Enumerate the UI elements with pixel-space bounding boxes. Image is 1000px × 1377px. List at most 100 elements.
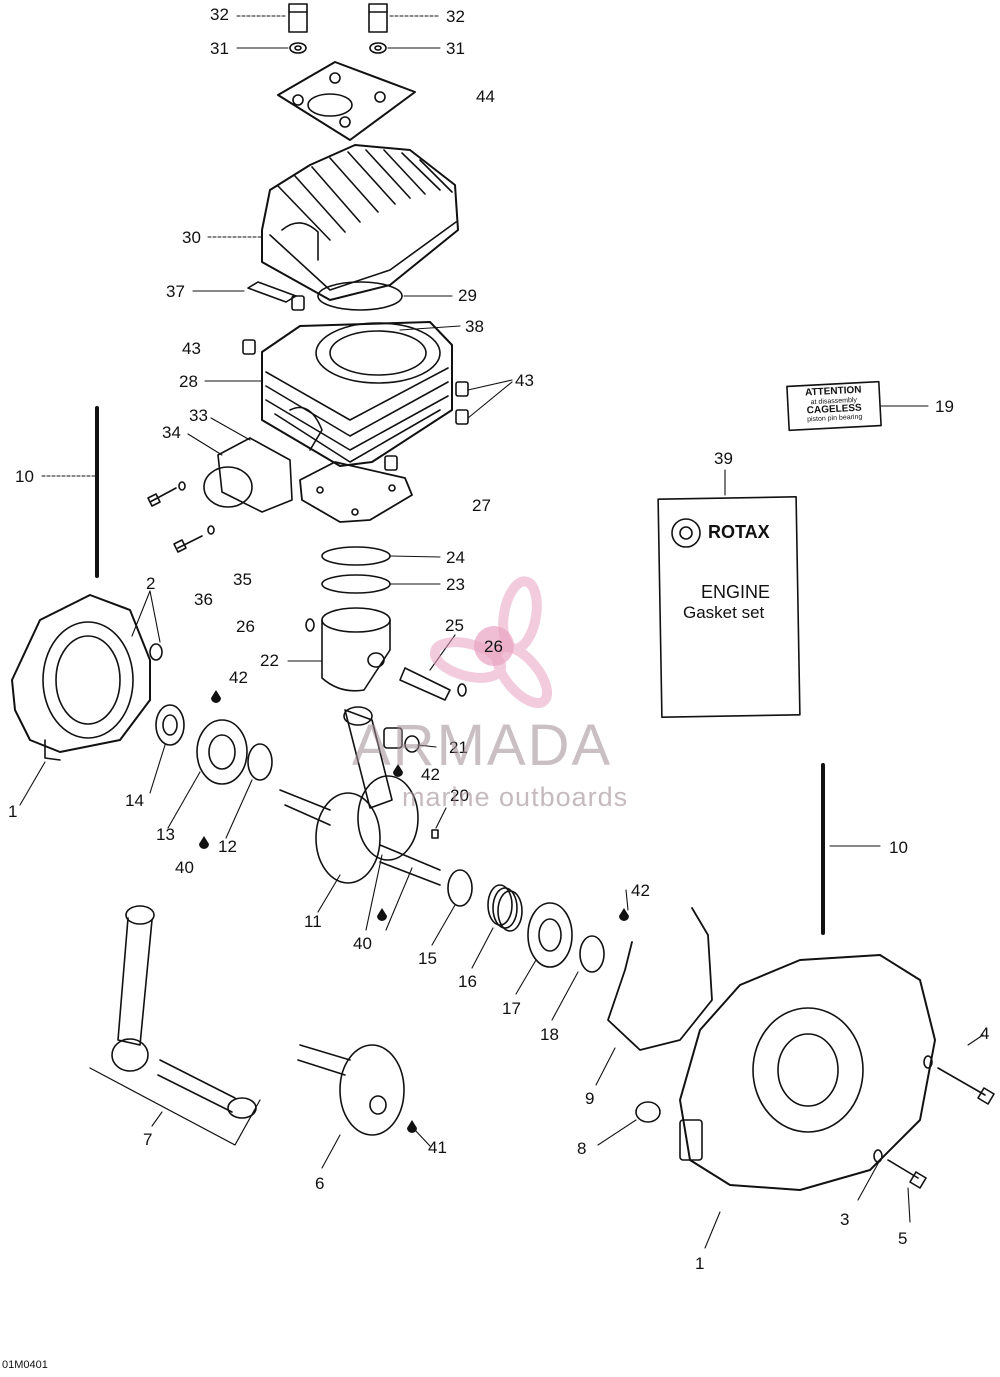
cylinder-plug-3	[455, 381, 469, 397]
callout-31-left[interactable]: 31	[210, 39, 229, 58]
callout-17[interactable]: 17	[502, 999, 521, 1018]
callout-44[interactable]: 44	[476, 87, 495, 106]
callout-37[interactable]: 37	[166, 282, 185, 301]
long-bolt	[937, 1067, 995, 1105]
callout-4[interactable]: 4	[980, 1024, 990, 1043]
callout-10-right[interactable]: 10	[889, 838, 908, 857]
head-seal-strip	[247, 281, 297, 303]
crank-bearing-left	[196, 719, 248, 785]
callout-27[interactable]: 27	[472, 496, 491, 515]
crank-spring	[487, 884, 523, 932]
woodruff-key	[431, 829, 439, 839]
callout-43-left[interactable]: 43	[182, 339, 201, 358]
callout-7[interactable]: 7	[143, 1130, 153, 1149]
diagram-code: 01M0401	[2, 1359, 48, 1371]
crankshaft-half	[297, 1044, 405, 1136]
cylinder-plug-4	[455, 409, 469, 425]
gasket-box-line1: ENGINE	[701, 582, 771, 602]
callout-34[interactable]: 34	[162, 423, 181, 442]
head-gasket	[277, 61, 416, 141]
callout-29[interactable]: 29	[458, 286, 477, 305]
callout-1-left[interactable]: 1	[8, 802, 18, 821]
callout-22[interactable]: 22	[260, 651, 279, 670]
piston	[321, 607, 391, 692]
cylinder-plug-1	[242, 339, 256, 355]
callout-42-right[interactable]: 42	[631, 881, 650, 900]
crank-bearing-right	[527, 902, 573, 968]
callout-1-right[interactable]: 1	[695, 1254, 705, 1273]
callout-21[interactable]: 21	[449, 738, 468, 757]
cylinder-base-gasket	[299, 461, 413, 523]
connecting-rod-assembly	[89, 905, 261, 1146]
cylinder-head	[261, 144, 459, 301]
callout-14[interactable]: 14	[125, 791, 144, 810]
callout-25[interactable]: 25	[445, 616, 464, 635]
callout-20[interactable]: 20	[450, 786, 469, 805]
callout-26-left[interactable]: 26	[236, 617, 255, 636]
callout-42-left[interactable]: 42	[229, 668, 248, 687]
callout-33[interactable]: 33	[189, 406, 208, 425]
flange-screw-upper	[147, 487, 177, 507]
callout-5[interactable]: 5	[898, 1229, 908, 1248]
watermark-dot-icon	[474, 626, 514, 666]
watermark-logo-icon	[429, 576, 553, 709]
cylinder-plug-2	[291, 295, 305, 311]
callout-13[interactable]: 13	[156, 825, 175, 844]
callout-23[interactable]: 23	[446, 575, 465, 594]
watermark-tagline: marine outboards	[402, 782, 629, 812]
callout-36[interactable]: 36	[194, 590, 213, 609]
callout-31-right[interactable]: 31	[446, 39, 465, 58]
callout-18[interactable]: 18	[540, 1025, 559, 1044]
crankcase-half-left	[11, 594, 151, 761]
callout-32-right[interactable]: 32	[446, 7, 465, 26]
cylinder-plug-5	[384, 455, 398, 471]
callout-40-center[interactable]: 40	[353, 934, 372, 953]
crankcase-gasket	[607, 907, 713, 1051]
crank-seal-left	[155, 704, 185, 746]
crankcase-plug	[635, 1101, 661, 1123]
callout-24[interactable]: 24	[446, 548, 465, 567]
callout-15[interactable]: 15	[418, 949, 437, 968]
gasket-box-line2: Gasket set	[683, 603, 765, 622]
crankcase-half-right	[679, 954, 936, 1191]
cylinder-spacer-left	[288, 3, 308, 33]
callout-28[interactable]: 28	[179, 372, 198, 391]
attention-tag-outline	[786, 380, 882, 432]
callout-41[interactable]: 41	[428, 1138, 447, 1157]
callout-30[interactable]: 30	[182, 228, 201, 247]
piston-ring-lower	[321, 574, 391, 594]
cylinder-spacer-right	[368, 3, 388, 33]
washer-right	[369, 42, 387, 54]
attention-tag: ATTENTION at disassembly CAGELESS piston…	[787, 385, 881, 425]
head-o-ring	[317, 281, 403, 311]
callout-10-left[interactable]: 10	[15, 467, 34, 486]
callout-43-right[interactable]: 43	[515, 371, 534, 390]
callout-8[interactable]: 8	[577, 1139, 587, 1158]
cylinder-block	[261, 321, 453, 467]
callout-12[interactable]: 12	[218, 837, 237, 856]
callout-38[interactable]: 38	[465, 317, 484, 336]
piston-pin-clip-2	[457, 683, 467, 697]
callout-11[interactable]: 11	[304, 912, 322, 931]
callout-42-center[interactable]: 42	[421, 765, 440, 784]
flange-screw-lower	[173, 535, 203, 553]
piston-ring-upper	[321, 546, 391, 566]
callout-40-left[interactable]: 40	[175, 858, 194, 877]
callout-16[interactable]: 16	[458, 972, 477, 991]
callout-2[interactable]: 2	[146, 574, 156, 593]
short-bolt	[887, 1159, 927, 1189]
retaining-ring	[247, 743, 273, 781]
washer-left	[289, 42, 307, 54]
gasket-box-brand: ROTAX	[708, 522, 770, 542]
callout-9[interactable]: 9	[585, 1089, 595, 1108]
callout-39[interactable]: 39	[714, 449, 733, 468]
callout-3[interactable]: 3	[840, 1210, 850, 1229]
callout-26-highlight[interactable]: 26	[484, 637, 503, 656]
callout-6[interactable]: 6	[315, 1174, 325, 1193]
callout-19[interactable]: 19	[935, 397, 954, 416]
crank-seal-right	[579, 935, 605, 973]
callout-32-left[interactable]: 32	[210, 5, 229, 24]
callout-35[interactable]: 35	[233, 570, 252, 589]
crank-ring	[447, 869, 473, 907]
